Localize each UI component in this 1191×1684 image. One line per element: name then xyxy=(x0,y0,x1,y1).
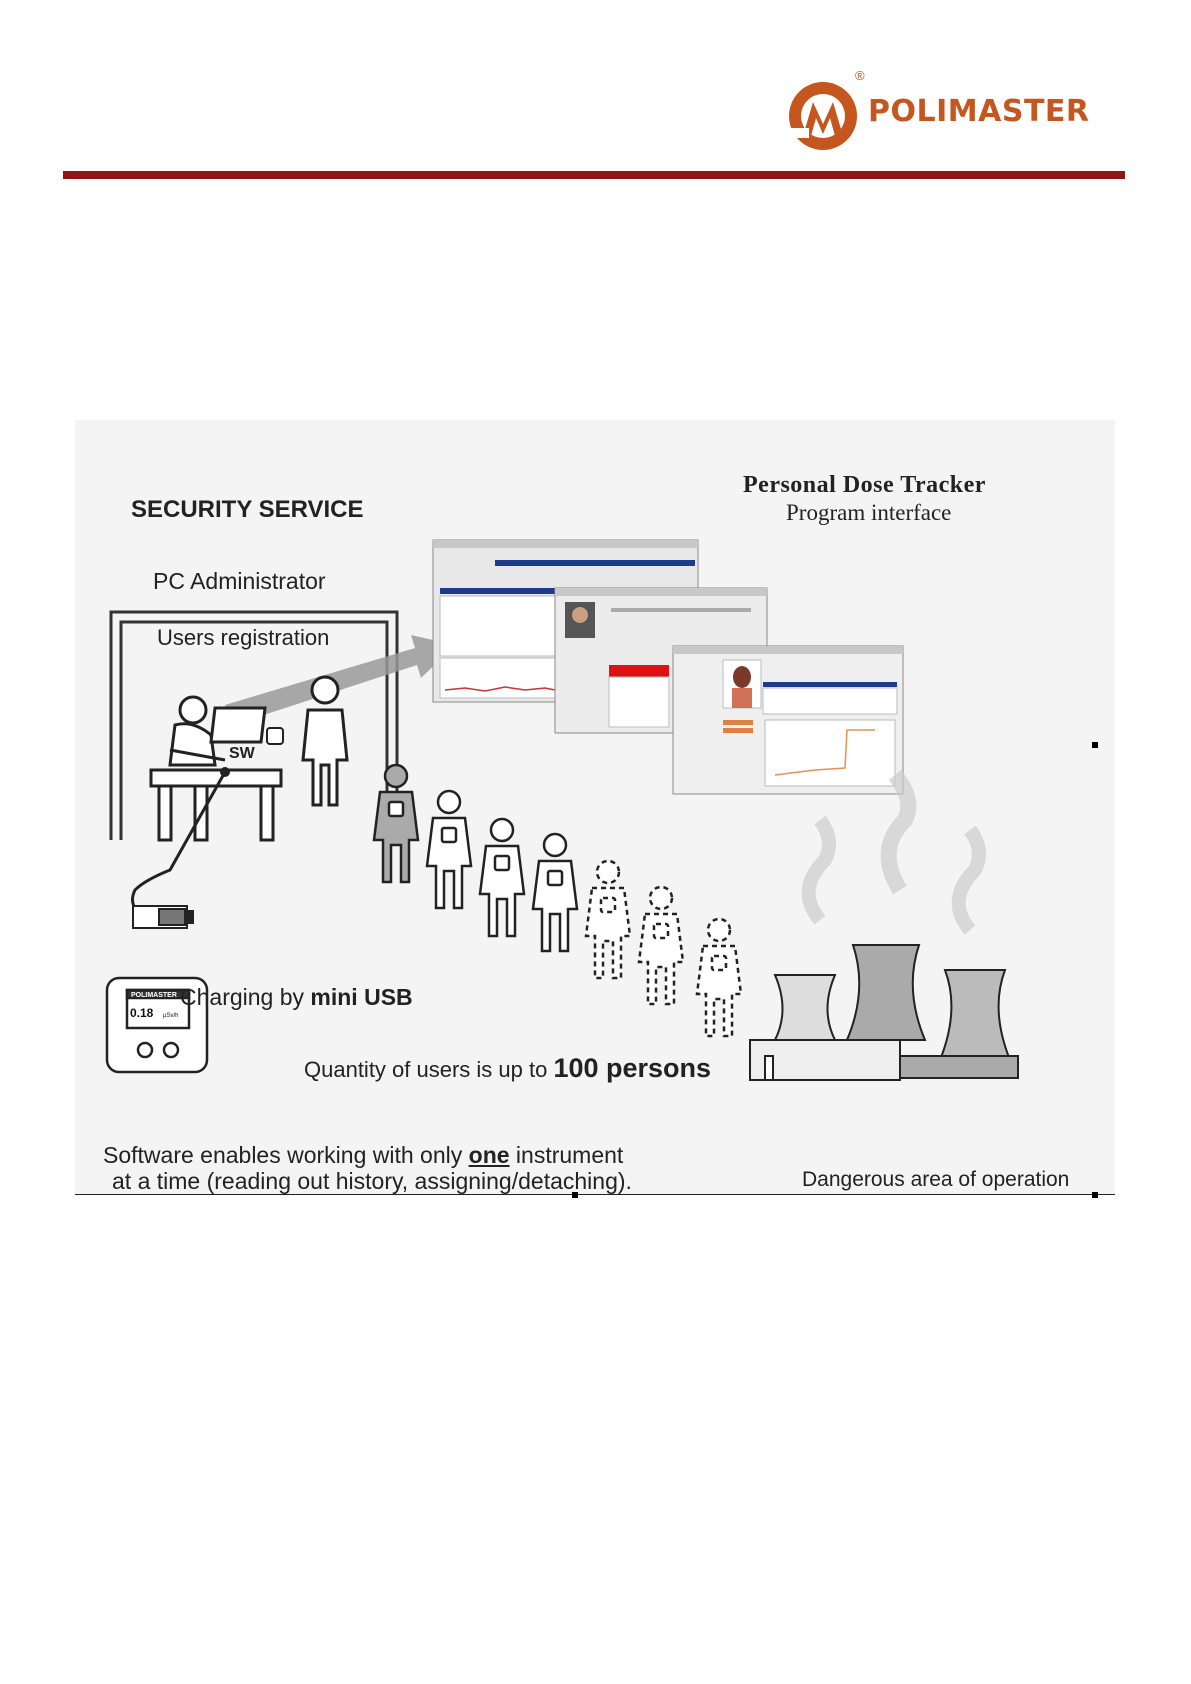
industrial-plant xyxy=(749,770,1019,1081)
queue-user-4 xyxy=(531,832,579,953)
software-note-line2: at a time (reading out history, assignin… xyxy=(112,1168,632,1194)
software-line1-suffix: instrument xyxy=(509,1142,624,1168)
queue-user-3 xyxy=(478,817,526,938)
desk-device-icon xyxy=(266,727,284,745)
device-unit-text: µSv/h xyxy=(163,1013,178,1019)
dangerous-area-label: Dangerous area of operation xyxy=(802,1168,1070,1191)
charging-prefix: Charging by xyxy=(180,984,311,1010)
dosimeter-device xyxy=(105,976,209,1074)
diagram-bottom-rule xyxy=(75,1194,1115,1195)
header-rule xyxy=(63,171,1125,179)
queue-user-7 xyxy=(695,917,743,1038)
registered-mark: ® xyxy=(855,68,865,83)
software-line1-prefix: Software enables working with only xyxy=(103,1142,469,1168)
device-reading-text: 0.18 xyxy=(130,1006,154,1020)
software-note-line1: Software enables working with only one i… xyxy=(103,1142,623,1169)
polimaster-logo: ® POLIMASTER xyxy=(785,68,1089,158)
pc-administrator-label: PC Administrator xyxy=(153,568,326,594)
sw-label: SW xyxy=(229,745,255,762)
logo-text: POLIMASTER xyxy=(868,94,1090,129)
queue-user-6 xyxy=(637,885,685,1006)
corner-marker xyxy=(572,1192,578,1198)
corner-marker xyxy=(1092,742,1098,748)
polimaster-logo-icon xyxy=(789,82,857,150)
diagram-artwork: POLIMASTER 0.18 µSv/h xyxy=(105,539,1019,1081)
users-queue xyxy=(372,763,743,1038)
pdt-subtitle: Program interface xyxy=(786,500,952,525)
charging-bold: mini USB xyxy=(310,984,413,1010)
quantity-label: Quantity of users is up to 100 persons xyxy=(304,1053,711,1084)
users-registration-label: Users registration xyxy=(157,625,330,650)
admin-desk xyxy=(149,768,283,842)
usb-cable xyxy=(131,771,227,909)
software-screenshots xyxy=(432,539,904,795)
device-brand-text: POLIMASTER xyxy=(131,992,177,999)
security-service-title: SECURITY SERVICE xyxy=(131,496,364,523)
corner-marker xyxy=(1092,1192,1098,1198)
seated-administrator xyxy=(168,695,226,767)
pdt-title: Personal Dose Tracker xyxy=(743,472,986,498)
software-line1-bold: one xyxy=(468,1142,510,1168)
battery-icon xyxy=(132,905,194,929)
screenshot-2 xyxy=(554,587,768,734)
charging-label: Charging by mini USB xyxy=(180,984,413,1011)
screenshot-3 xyxy=(672,645,904,795)
quantity-prefix: Quantity of users is up to xyxy=(304,1057,554,1082)
admin-monitor xyxy=(209,706,267,744)
registration-arrow xyxy=(225,635,455,725)
admin-room-frame xyxy=(109,610,399,840)
queue-user-5 xyxy=(584,859,632,980)
user-being-registered xyxy=(301,675,349,807)
system-diagram: POLIMASTER 0.18 µSv/h xyxy=(75,420,1115,1198)
queue-user-2 xyxy=(425,789,473,910)
quantity-bold: 100 persons xyxy=(553,1053,712,1083)
queue-user-1 xyxy=(372,763,420,884)
